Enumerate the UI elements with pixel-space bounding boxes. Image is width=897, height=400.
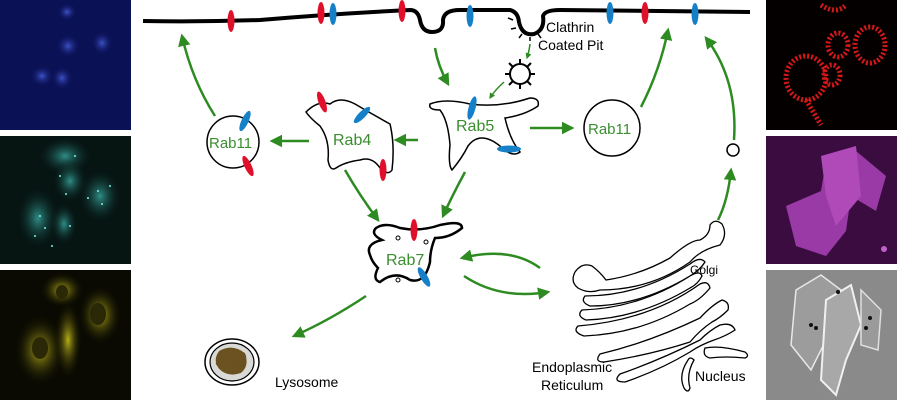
micrograph-left-1 bbox=[0, 0, 131, 130]
micrograph-right-2 bbox=[766, 136, 897, 264]
label-rab11-left: Rab11 bbox=[209, 135, 252, 152]
lysosome bbox=[204, 338, 260, 386]
arrow-small-vesicle-to-membrane bbox=[704, 36, 736, 141]
magenta-cells-image bbox=[786, 146, 887, 256]
cyan-cells-image bbox=[16, 136, 122, 250]
phase-contrast-image bbox=[790, 274, 882, 397]
blue-nuclei-image bbox=[30, 3, 113, 90]
label-rab7: Rab7 bbox=[386, 252, 424, 269]
arrow-rab7-to-golgi bbox=[463, 274, 551, 300]
arrow-golgi-to-small-vesicle bbox=[716, 167, 737, 221]
arrow-rab11-right-to-membrane bbox=[639, 27, 673, 108]
label-rab5: Rab5 bbox=[456, 118, 494, 135]
yellow-cells-image bbox=[14, 272, 122, 386]
arrow-rab5-to-rab7 bbox=[441, 171, 467, 219]
arrow-rab11-left-to-membrane bbox=[178, 33, 217, 117]
label-er-line2: Reticulum bbox=[541, 377, 603, 393]
small-transport-vesicle bbox=[726, 143, 740, 157]
label-nucleus: Nucleus bbox=[695, 368, 746, 384]
plasma-membrane bbox=[142, 7, 751, 37]
rab11-right-vesicle bbox=[583, 99, 641, 157]
arrow-golgi-to-rab7 bbox=[459, 249, 541, 270]
micrograph-right-3 bbox=[766, 270, 897, 400]
membrane-markers bbox=[227, 0, 699, 32]
clathrin-coat bbox=[507, 17, 542, 41]
label-lysosome: Lysosome bbox=[275, 374, 339, 390]
arrow-membrane-to-rab5 bbox=[433, 47, 450, 87]
golgi-apparatus bbox=[572, 220, 726, 337]
endoplasmic-reticulum bbox=[597, 299, 749, 392]
arrow-rab7-to-lysosome bbox=[291, 294, 367, 338]
label-golgi: Golgi bbox=[690, 263, 718, 277]
clathrin-vesicle bbox=[505, 59, 535, 89]
arrow-vesicle-to-rab5 bbox=[489, 81, 505, 100]
arrow-rab4-to-rab7 bbox=[343, 169, 380, 223]
micrograph-right-1 bbox=[766, 0, 897, 130]
label-clathrin: Clathrin bbox=[546, 19, 594, 35]
label-coated-pit: Coated Pit bbox=[538, 37, 603, 53]
rab11-left-vesicle bbox=[206, 115, 260, 169]
arrow-pit-to-vesicle bbox=[525, 43, 532, 60]
label-rab11-right: Rab11 bbox=[588, 121, 631, 138]
micrograph-left-3 bbox=[0, 270, 131, 400]
micrograph-left-2 bbox=[0, 136, 131, 264]
label-er-line1: Endoplasmic bbox=[532, 359, 612, 375]
trafficking-arrows bbox=[178, 27, 737, 338]
red-punctate-image bbox=[783, 2, 888, 127]
label-rab4: Rab4 bbox=[333, 132, 371, 149]
